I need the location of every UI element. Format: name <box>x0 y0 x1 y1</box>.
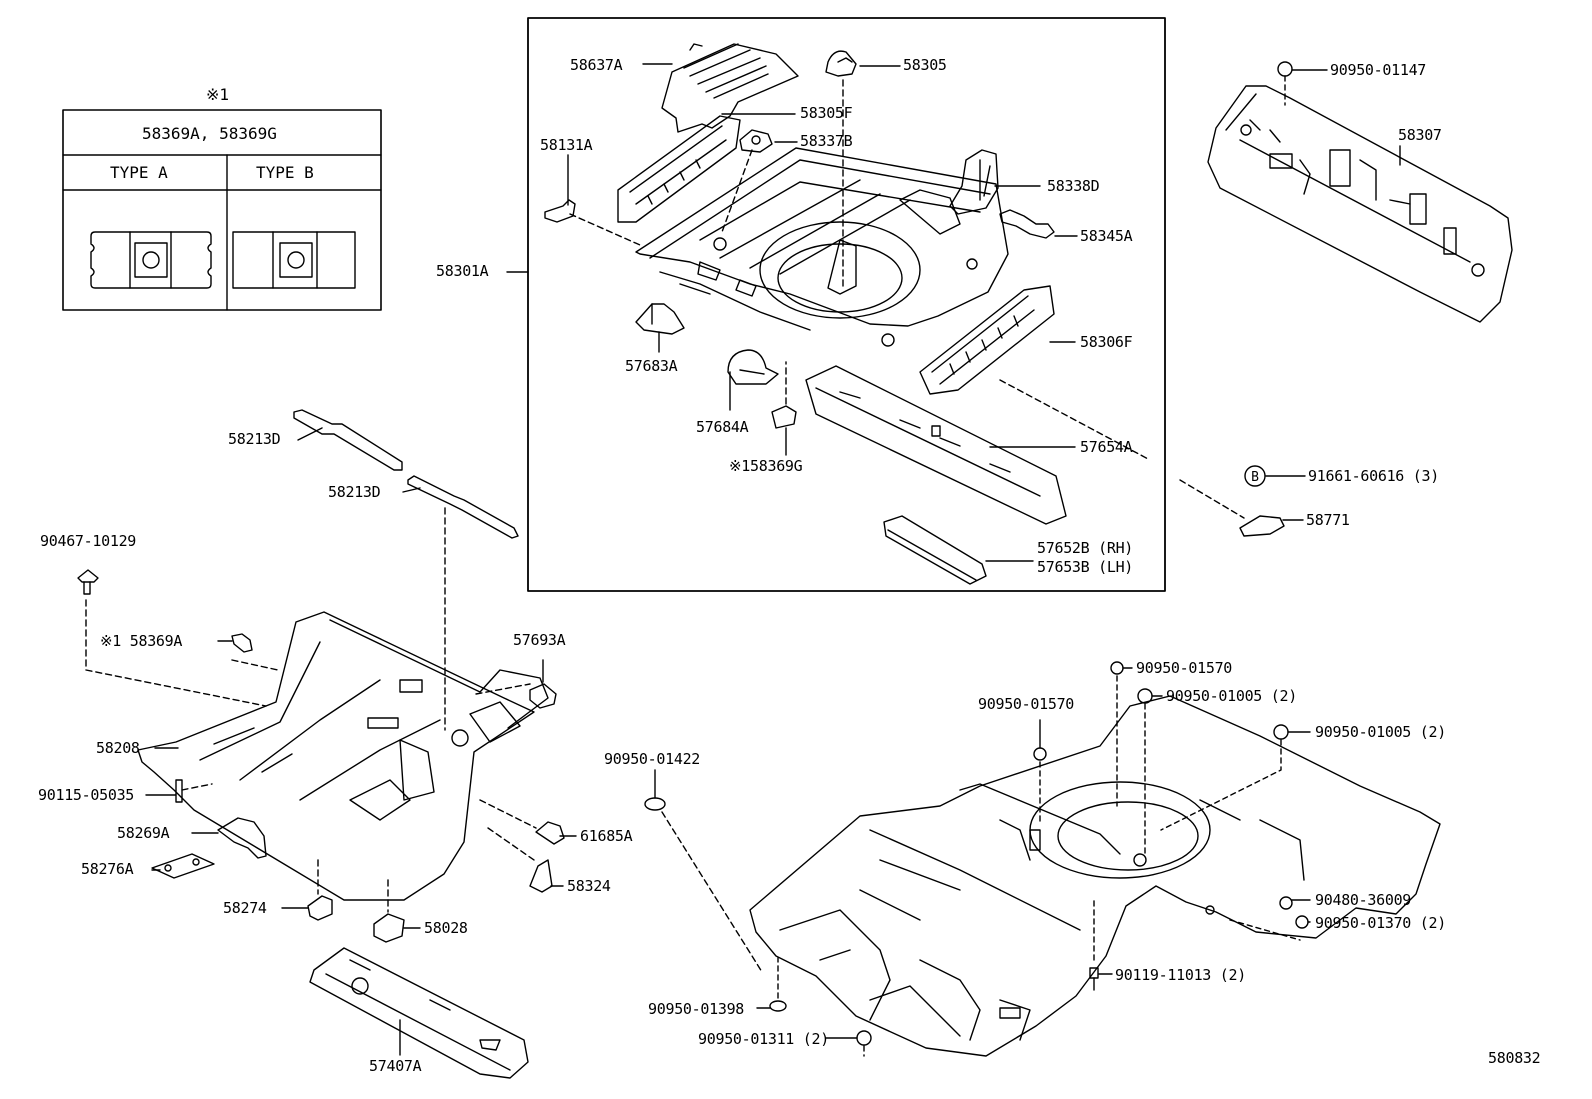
label-58208: 58208 <box>96 739 140 757</box>
part-61685A <box>535 821 565 845</box>
label-90950-01311: 90950-01311 (2) <box>698 1030 829 1048</box>
part-58345A <box>999 209 1055 239</box>
label-58369A: ※1 58369A <box>100 632 183 650</box>
label-90950-01398: 90950-01398 <box>648 1000 745 1018</box>
label-90115-05035: 90115-05035 <box>38 786 135 804</box>
label-58131A: 58131A <box>540 136 593 154</box>
label-58305: 58305 <box>903 56 947 74</box>
label-58324: 58324 <box>567 877 611 895</box>
label-58345A: 58345A <box>1080 227 1133 245</box>
part-58637A <box>661 43 799 133</box>
label-90467-10129: 90467-10129 <box>40 532 137 550</box>
part-57683A <box>635 303 685 335</box>
part-57684A <box>727 349 779 385</box>
part-58369G <box>771 405 797 429</box>
part-57652B-57653B <box>883 515 987 585</box>
label-90950-01147: 90950-01147 <box>1330 61 1427 79</box>
legend-mark: ※1 <box>206 85 230 104</box>
label-90950-01422: 90950-01422 <box>604 750 701 768</box>
part-58213D-lower <box>407 475 519 539</box>
label-58301A: 58301A <box>436 262 489 280</box>
plug-90950-01147 <box>1277 61 1293 77</box>
plug-90950-01005-b <box>1273 724 1289 740</box>
type-b-plate-drawing <box>232 231 356 289</box>
label-58213D-upper: 58213D <box>228 430 281 448</box>
part-58028 <box>373 913 405 943</box>
part-58306F <box>919 285 1055 395</box>
label-57407A: 57407A <box>369 1057 422 1075</box>
plug-90950-01370 <box>1295 915 1309 929</box>
part-58301A <box>635 147 1009 347</box>
part-58208 <box>137 611 549 901</box>
label-58338D: 58338D <box>1047 177 1100 195</box>
part-58269A <box>217 817 267 859</box>
part-58324 <box>529 859 553 893</box>
label-90950-01005-a: 90950-01005 (2) <box>1166 687 1297 705</box>
part-58307 <box>1207 85 1513 323</box>
figure-code: 580832 <box>1488 1049 1541 1067</box>
label-61685A: 61685A <box>580 827 633 845</box>
label-58276A: 58276A <box>81 860 134 878</box>
type-legend-table <box>62 109 382 311</box>
label-58771: 58771 <box>1306 511 1350 529</box>
label-90480-36009: 90480-36009 <box>1315 891 1412 909</box>
label-57652B: 57652B (RH) <box>1037 539 1134 557</box>
plug-90950-01570-mid <box>1033 747 1047 761</box>
bolt-91661-60616 <box>1244 465 1266 487</box>
label-57693A: 57693A <box>513 631 566 649</box>
label-90950-01570-mid: 90950-01570 <box>978 695 1075 713</box>
part-58369A <box>231 633 253 653</box>
bolt-90119-11013 <box>1089 967 1099 991</box>
clip-90480-36009 <box>1279 896 1293 910</box>
label-57683A: 57683A <box>625 357 678 375</box>
label-58337B: 58337B <box>800 132 853 150</box>
label-90950-01570-top: 90950-01570 <box>1136 659 1233 677</box>
label-90119-11013: 90119-11013 (2) <box>1115 966 1246 984</box>
bolt-b-letter: B <box>1251 470 1259 485</box>
part-58338D <box>949 149 999 215</box>
label-57654A: 57654A <box>1080 438 1133 456</box>
label-91661-60616: 91661-60616 (3) <box>1308 467 1439 485</box>
part-57693A <box>529 683 557 709</box>
sub-assembly-frame <box>527 17 1166 592</box>
part-58274 <box>307 895 333 921</box>
legend-type-a: TYPE A <box>110 163 168 182</box>
plug-90950-01311 <box>856 1030 872 1046</box>
label-57653B: 57653B (LH) <box>1037 558 1134 576</box>
label-58274: 58274 <box>223 899 267 917</box>
legend-type-b: TYPE B <box>256 163 314 182</box>
part-58337B <box>739 129 773 153</box>
part-58276A <box>151 853 215 879</box>
label-58307: 58307 <box>1398 126 1442 144</box>
grommet-90950-01398 <box>769 1000 787 1012</box>
part-58131A <box>544 199 576 223</box>
plug-90950-01570-top <box>1110 661 1124 675</box>
complete-floor-assembly <box>749 695 1441 1057</box>
part-58305F <box>617 115 741 223</box>
label-58305F: 58305F <box>800 104 853 122</box>
label-90950-01005-b: 90950-01005 (2) <box>1315 723 1446 741</box>
label-58637A: 58637A <box>570 56 623 74</box>
part-57407A <box>309 947 529 1079</box>
label-58269A: 58269A <box>117 824 170 842</box>
part-57654A <box>805 365 1067 525</box>
label-58306F: 58306F <box>1080 333 1133 351</box>
label-90950-01370: 90950-01370 (2) <box>1315 914 1446 932</box>
clip-90467-10129 <box>77 569 99 595</box>
type-a-plate-drawing <box>90 231 212 289</box>
part-58213D-upper <box>293 409 403 471</box>
bolt-90115-05035 <box>175 779 183 803</box>
plug-90950-01005-a <box>1137 688 1153 704</box>
grommet-90950-01422 <box>644 797 666 811</box>
legend-header: 58369A, 58369G <box>142 124 277 143</box>
part-58305 <box>825 50 857 77</box>
label-58028: 58028 <box>424 919 468 937</box>
label-58213D-lower: 58213D <box>328 483 381 501</box>
label-57684A: 57684A <box>696 418 749 436</box>
part-58771 <box>1239 515 1285 537</box>
label-58369G: ※158369G <box>729 457 803 475</box>
